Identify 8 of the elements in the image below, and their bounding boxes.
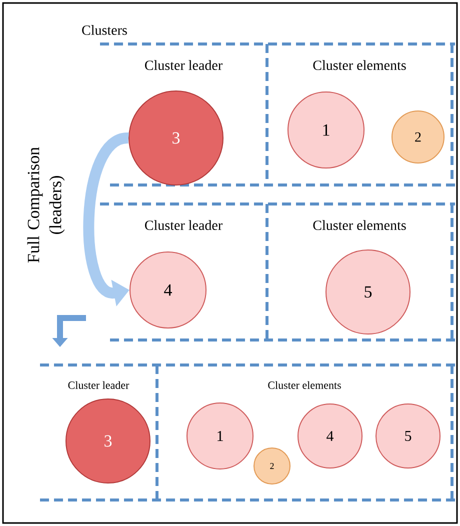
panel-heading: Cluster elements	[268, 381, 341, 389]
panel-heading: Cluster leader	[68, 381, 130, 389]
panel-heading: Cluster leader	[145, 220, 222, 230]
section-title: Clusters	[82, 25, 127, 35]
edge-label: Full Comparison (leaders)	[27, 147, 65, 263]
panel-heading: Cluster elements	[313, 60, 406, 70]
panel-heading: Cluster leader	[145, 60, 222, 70]
panel-heading: Cluster elements	[313, 220, 406, 230]
